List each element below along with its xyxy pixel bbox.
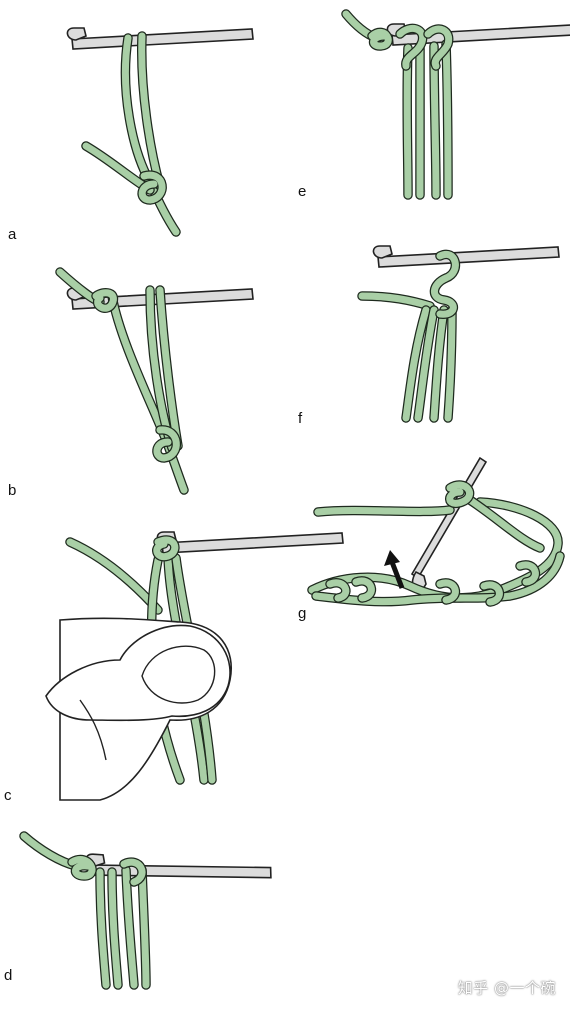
step-label-f: f (298, 410, 303, 427)
step-e-illustration (341, 9, 570, 200)
step-a-illustration (66, 27, 254, 237)
step-b-illustration (55, 267, 254, 495)
step-d-yarn (19, 831, 151, 990)
step-c-hand (45, 617, 232, 801)
step-label-b: b (8, 482, 17, 499)
step-label-a: a (8, 226, 17, 243)
step-label-d: d (4, 967, 13, 984)
step-g-yarn (307, 480, 565, 607)
step-f-illustration (357, 245, 560, 423)
step-b-yarn (55, 267, 189, 495)
step-e-yarn (341, 9, 454, 200)
step-label-c: c (4, 787, 12, 804)
step-label-e: e (298, 183, 307, 200)
step-label-g: g (298, 605, 307, 622)
watermark: 知乎 @一个碗 (457, 979, 556, 997)
step-g-arrow (384, 550, 405, 589)
step-a-yarn (81, 31, 181, 237)
step-g-hook (410, 456, 488, 591)
step-f-yarn (357, 249, 461, 423)
step-c-illustration (45, 531, 344, 801)
step-d-illustration (19, 831, 273, 990)
step-g-illustration (307, 456, 565, 607)
